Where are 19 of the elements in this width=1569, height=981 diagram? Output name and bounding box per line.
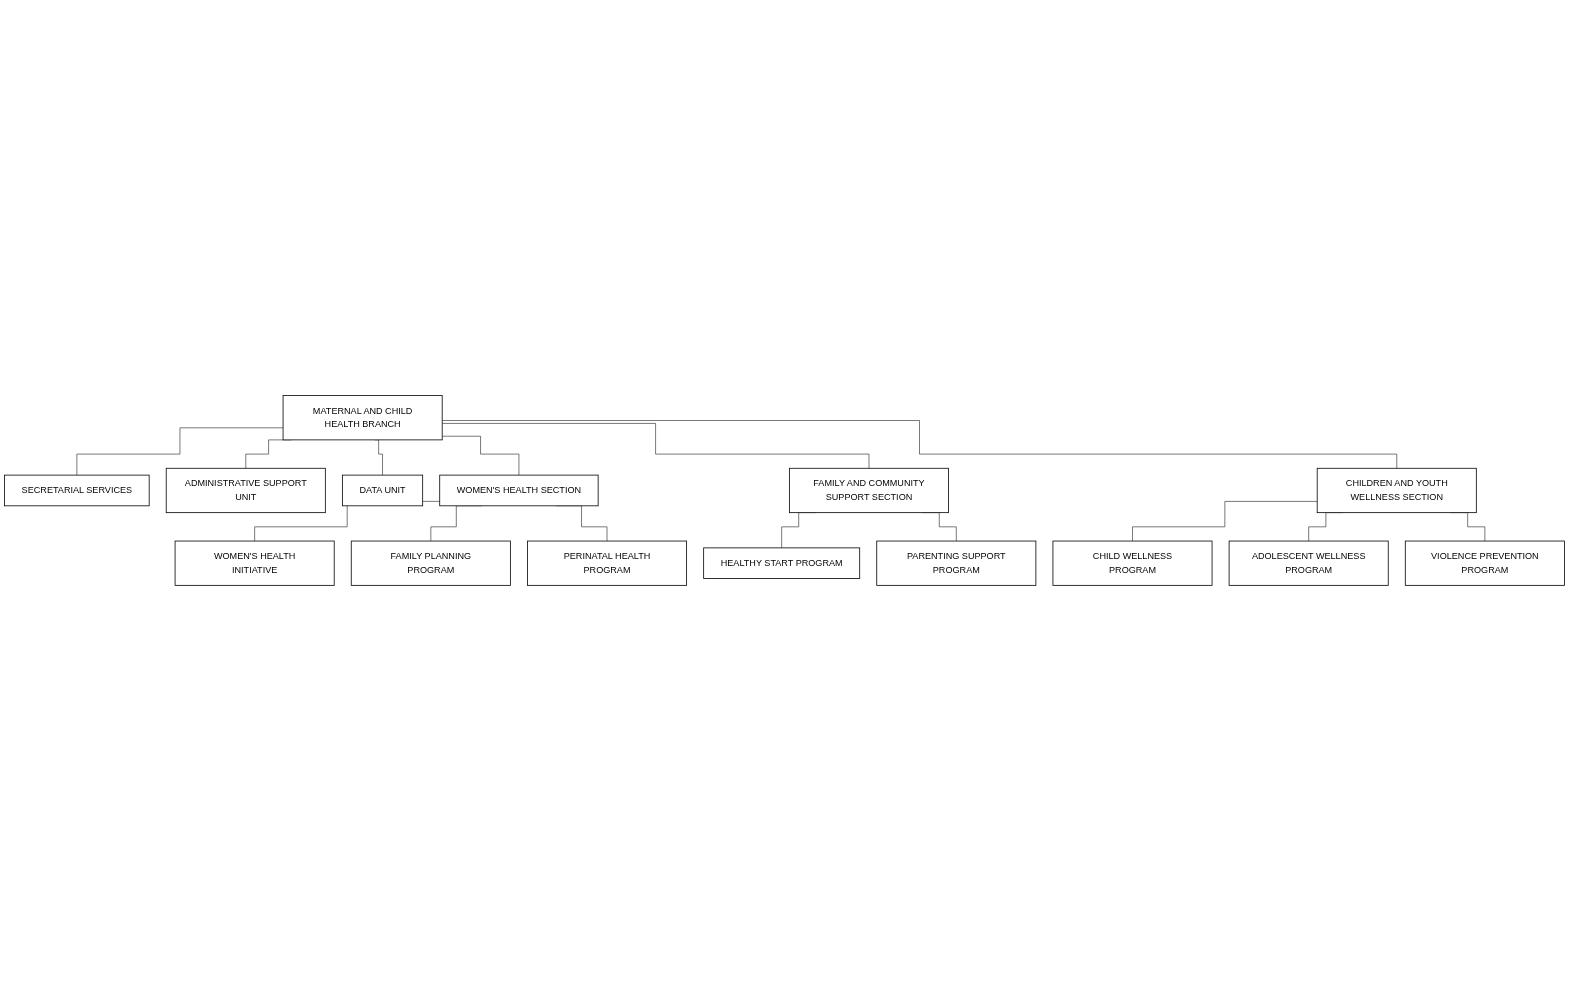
node-box: PARENTING SUPPORT PROGRAM bbox=[876, 540, 1037, 586]
node-box: HEALTHY START PROGRAM bbox=[703, 547, 861, 579]
node-box: FAMILY AND COMMUNITY SUPPORT SECTION bbox=[789, 467, 949, 514]
connector bbox=[441, 420, 1398, 469]
node-box: SECRETARIAL SERVICES bbox=[4, 474, 150, 507]
node-box: VIOLENCE PREVENTION PROGRAM bbox=[1404, 540, 1565, 586]
node-box: WOMEN'S HEALTH SECTION bbox=[439, 474, 599, 507]
node-box: PERINATAL HEALTH PROGRAM bbox=[527, 540, 687, 586]
node-box: MATERNAL AND CHILD HEALTH BRANCH bbox=[282, 395, 443, 441]
connector bbox=[441, 435, 520, 476]
node-box: CHILDREN AND YOUTH WELLNESS SECTION bbox=[1316, 467, 1477, 514]
node-box: ADMINISTRATIVE SUPPORT UNIT bbox=[165, 467, 326, 514]
node-box: DATA UNIT bbox=[342, 474, 424, 507]
node-box: CHILD WELLNESS PROGRAM bbox=[1052, 540, 1213, 586]
connector bbox=[441, 423, 870, 469]
node-box: FAMILY PLANNING PROGRAM bbox=[350, 540, 511, 586]
node-box: ADOLESCENT WELLNESS PROGRAM bbox=[1228, 540, 1389, 586]
node-box: WOMEN'S HEALTH INITIATIVE bbox=[174, 540, 335, 586]
connector bbox=[1132, 501, 1318, 542]
